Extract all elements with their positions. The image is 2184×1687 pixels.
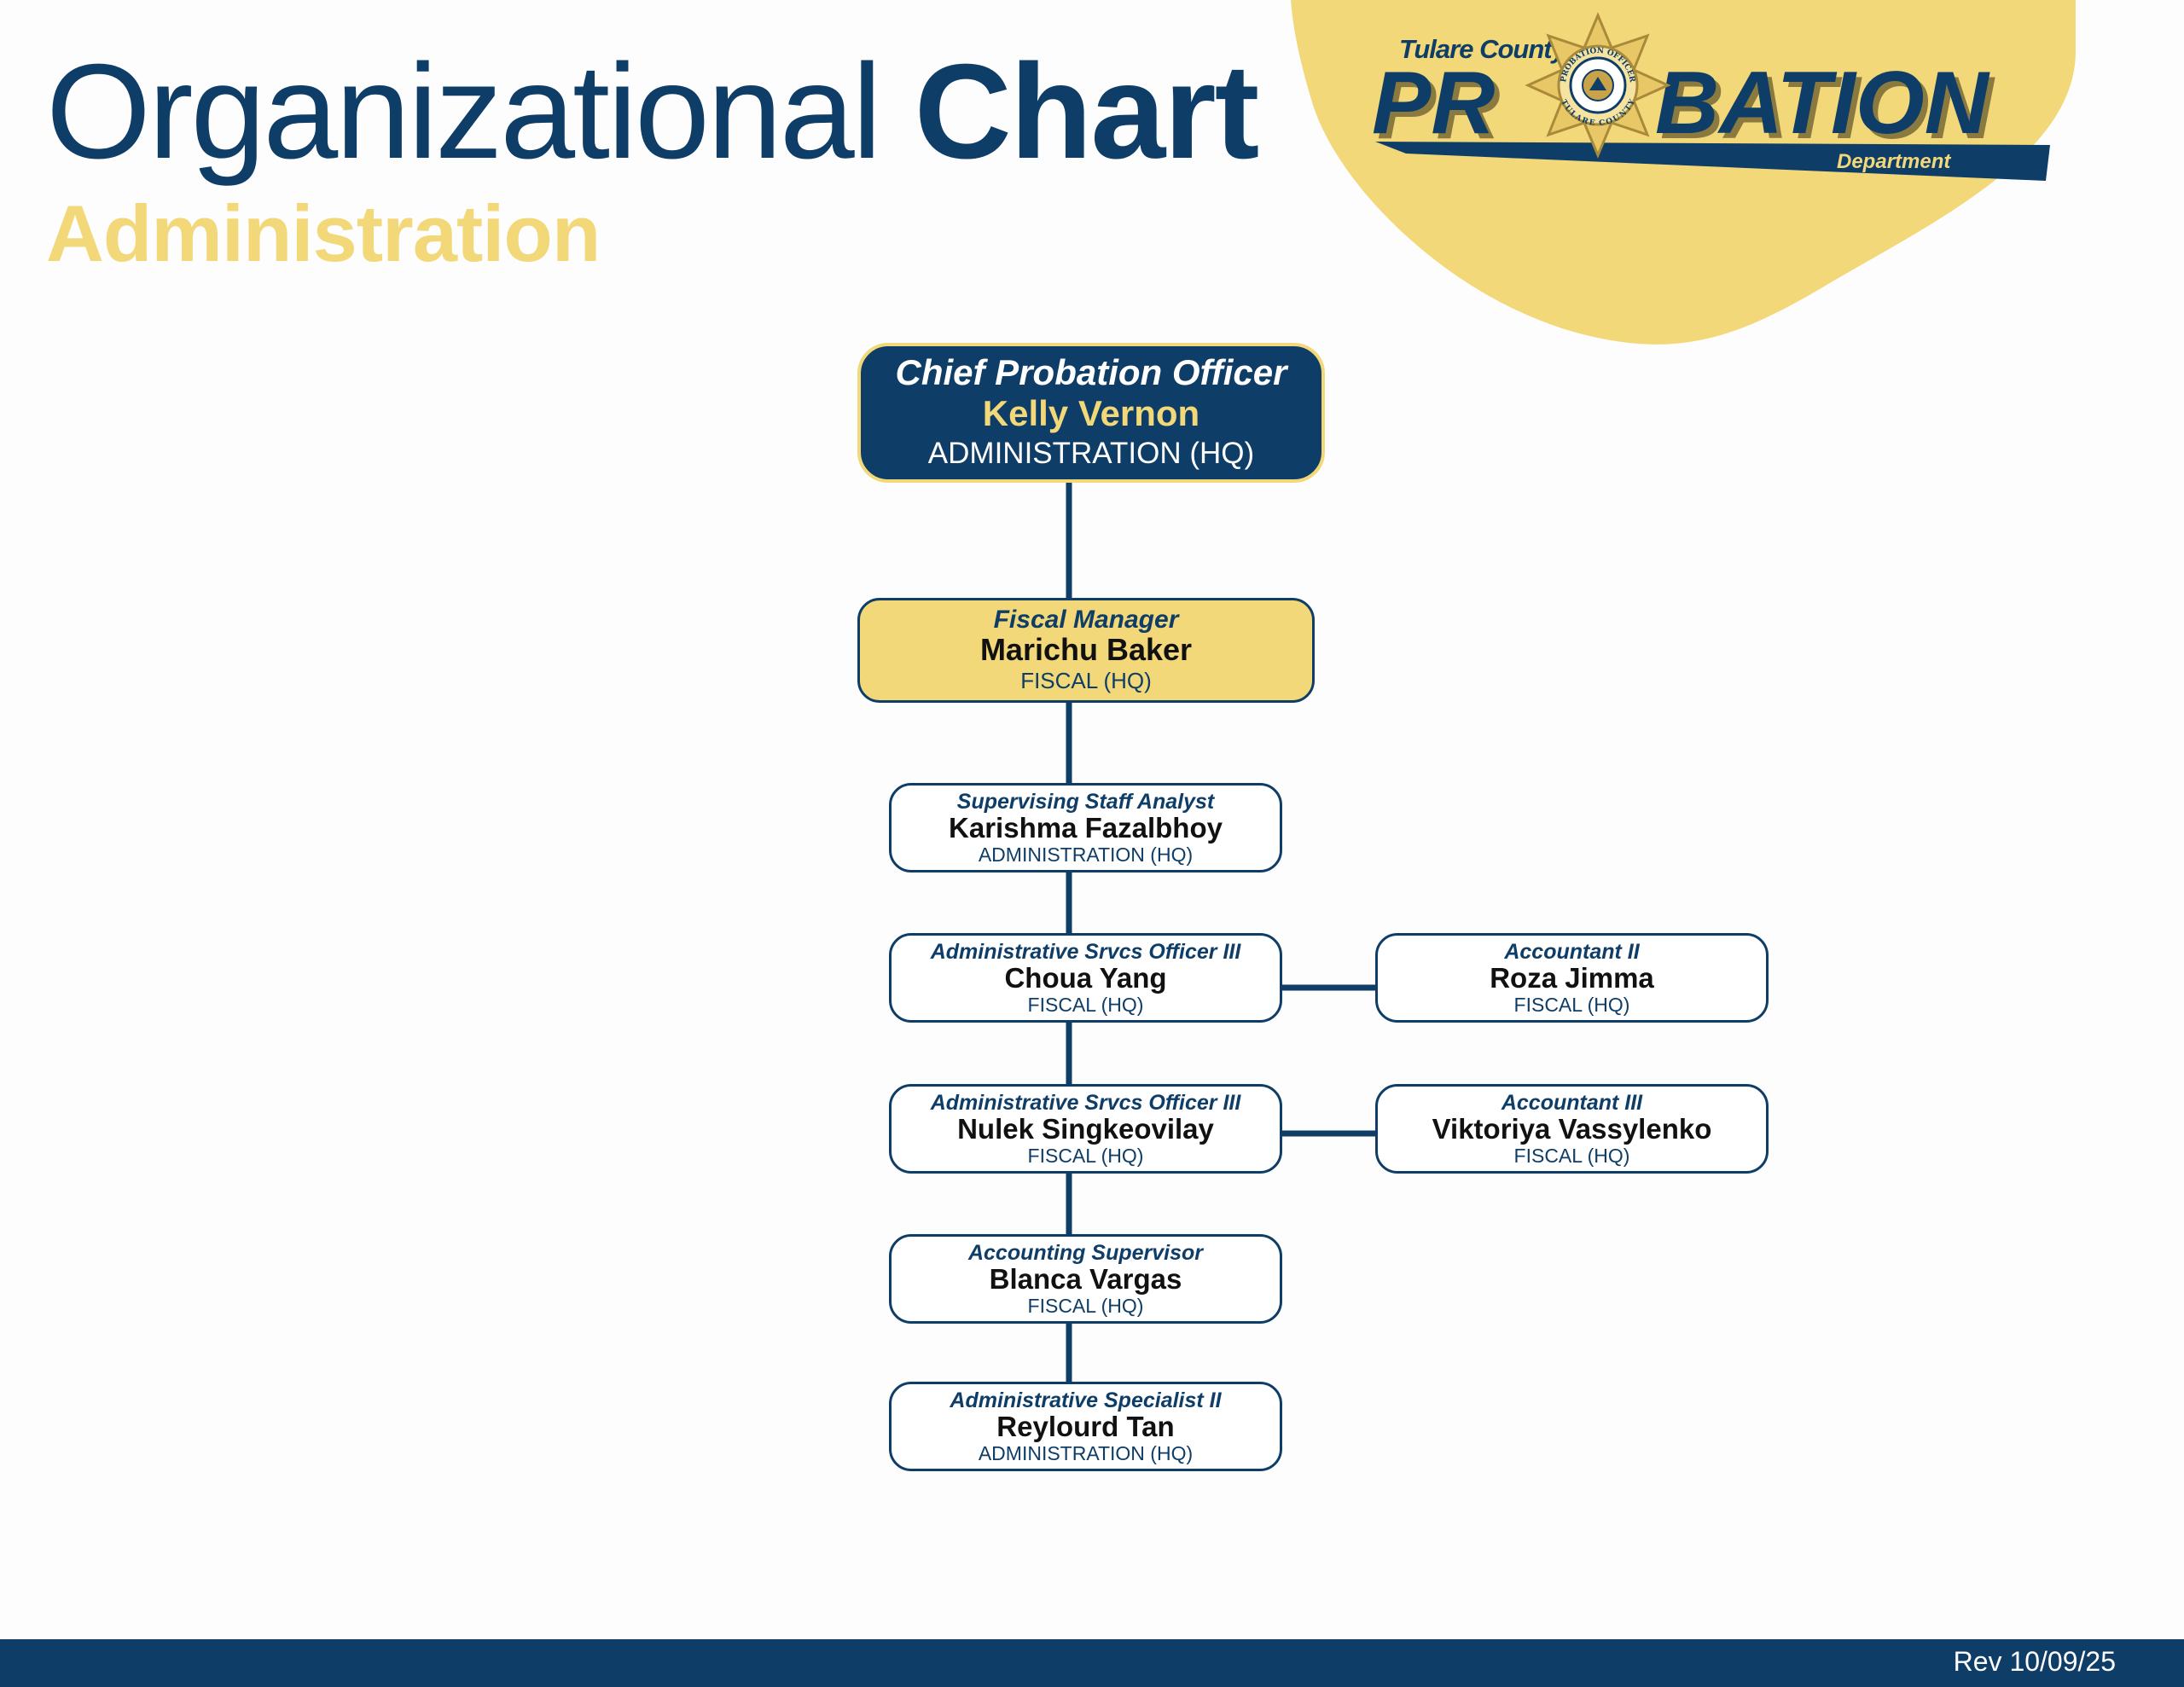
node-role: Accountant III: [1501, 1090, 1643, 1115]
node-fiscal-manager: Fiscal Manager Marichu Baker FISCAL (HQ): [857, 598, 1315, 703]
node-dept: FISCAL (HQ): [1020, 667, 1152, 693]
node-role: Administrative Srvcs Officer III: [930, 1090, 1241, 1115]
node-dept: FISCAL (HQ): [1027, 1144, 1144, 1167]
node-accounting-supervisor: Accounting Supervisor Blanca Vargas FISC…: [889, 1234, 1282, 1324]
star-badge-icon: PROBATION OFFICER TULARE COUNTY: [1525, 12, 1671, 159]
node-name: Nulek Singkeovilay: [957, 1112, 1214, 1145]
title-light: Organizational: [46, 37, 882, 187]
node-supervising-staff-analyst: Supervising Staff Analyst Karishma Fazal…: [889, 783, 1282, 872]
node-name: Roza Jimma: [1490, 961, 1654, 994]
node-name: Blanca Vargas: [989, 1262, 1182, 1295]
logo-word-left: PR: [1372, 54, 1495, 153]
node-role: Accountant II: [1504, 939, 1640, 964]
node-name: Viktoriya Vassylenko: [1432, 1112, 1712, 1145]
logo-wordmark: PR PR BATION BATION: [1372, 54, 1995, 158]
footer-bar: Rev 10/09/25: [0, 1639, 2184, 1687]
node-dept: ADMINISTRATION (HQ): [978, 843, 1194, 866]
node-role: Administrative Specialist II: [950, 1388, 1222, 1412]
probation-logo: Tulare County PR PR BATION BATION Depart…: [1291, 0, 2076, 345]
logo-word-left-shadow: PR: [1377, 59, 1500, 158]
logo-swoosh: [1375, 142, 2050, 181]
node-role: Chief Probation Officer: [895, 352, 1287, 392]
page-subtitle: Administration: [46, 188, 601, 278]
node-dept: FISCAL (HQ): [1027, 1294, 1144, 1317]
node-name: Choua Yang: [1004, 961, 1167, 994]
node-name: Kelly Vernon: [982, 393, 1200, 433]
page-title: Organizational Chart: [46, 44, 1259, 179]
node-admin-specialist-ii: Administrative Specialist II Reylourd Ta…: [889, 1382, 1282, 1471]
node-accountant-iii: Accountant III Viktoriya Vassylenko FISC…: [1375, 1084, 1769, 1174]
node-name: Karishma Fazalbhoy: [949, 811, 1223, 844]
title-bold: Chart: [914, 37, 1260, 187]
node-accountant-ii: Accountant II Roza Jimma FISCAL (HQ): [1375, 933, 1769, 1023]
node-dept: FISCAL (HQ): [1513, 1144, 1630, 1167]
logo-word-right: BATION: [1655, 54, 1990, 153]
node-dept: FISCAL (HQ): [1027, 993, 1144, 1016]
node-role: Accounting Supervisor: [967, 1240, 1204, 1265]
node-chief-probation-officer: Chief Probation Officer Kelly Vernon ADM…: [857, 343, 1325, 483]
logo-county-text: Tulare County: [1399, 34, 1568, 64]
logo-word-right-shadow: BATION: [1660, 59, 1995, 158]
node-dept: ADMINISTRATION (HQ): [978, 1441, 1194, 1464]
logo-background-shape: [1291, 0, 2076, 345]
node-name: Reylourd Tan: [996, 1410, 1175, 1442]
node-role: Fiscal Manager: [993, 605, 1179, 634]
logo-department-text: Department: [1837, 150, 1951, 173]
node-admin-srvcs-officer-1: Administrative Srvcs Officer III Choua Y…: [889, 933, 1282, 1023]
node-admin-srvcs-officer-2: Administrative Srvcs Officer III Nulek S…: [889, 1084, 1282, 1174]
revision-date: Rev 10/09/25: [1953, 1646, 2116, 1677]
node-dept: FISCAL (HQ): [1513, 993, 1630, 1016]
node-role: Supervising Staff Analyst: [956, 789, 1215, 814]
node-dept: ADMINISTRATION (HQ): [927, 437, 1255, 470]
node-name: Marichu Baker: [979, 631, 1193, 667]
node-role: Administrative Srvcs Officer III: [930, 939, 1241, 964]
